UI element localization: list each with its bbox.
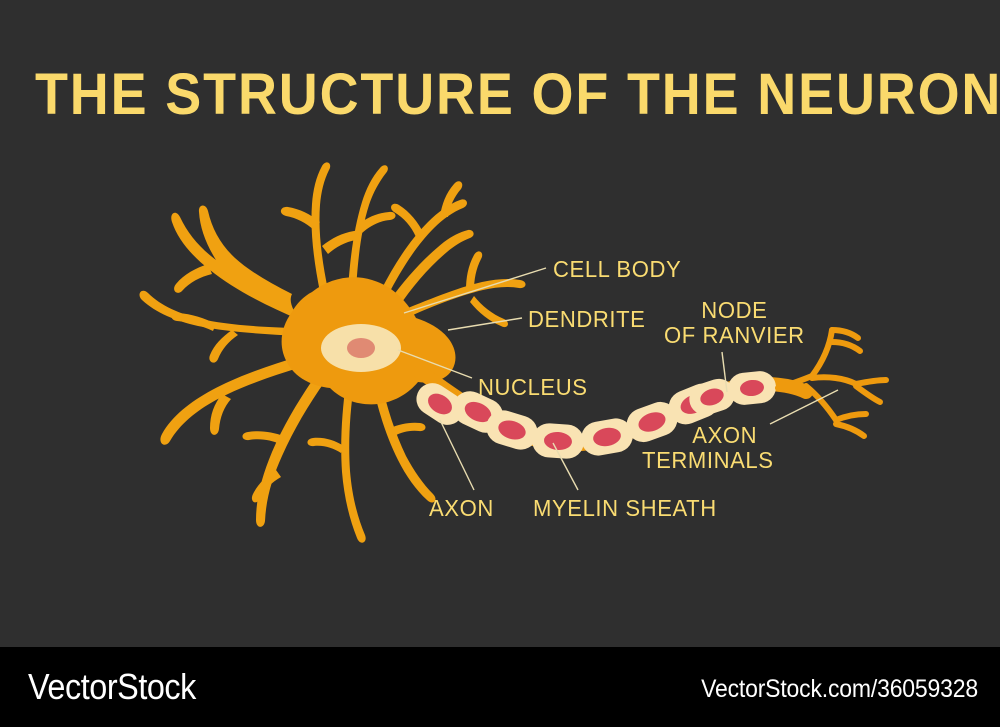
myelin-segment (626, 401, 678, 443)
leader-line-myelin-sheath (552, 442, 579, 491)
myelin-segment (416, 383, 464, 425)
label-myelin-sheath: MYELIN SHEATH (533, 496, 717, 521)
axon-terminals-group (775, 327, 889, 439)
leader-line-cell-body (403, 267, 547, 314)
label-myelin-sheath-text: MYELIN SHEATH (533, 495, 717, 521)
label-cell-body-text: CELL BODY (553, 256, 682, 282)
label-node-of-ranvier: NODE OF RANVIER (664, 298, 805, 348)
leader-line-axon (439, 419, 475, 491)
nucleolus (347, 338, 375, 358)
myelin-segment (532, 423, 584, 459)
dendrites-group (139, 162, 526, 543)
label-cell-body: CELL BODY (553, 257, 681, 282)
label-axon: AXON (429, 496, 494, 521)
myelin-segment (728, 371, 776, 405)
label-axon-text: AXON (429, 495, 494, 521)
label-axon-terminals: AXON TERMINALS (642, 422, 774, 473)
leader-lines-group (397, 267, 839, 491)
leader-line-dendrite (447, 317, 523, 331)
myelin-sheath-group (416, 371, 776, 459)
label-nucleus: NUCLEUS (478, 375, 588, 400)
leader-line-node-of-ranvier (721, 351, 728, 393)
leader-line-axon-terminals (769, 389, 839, 425)
label-dendrite: DENDRITE (528, 307, 645, 332)
neuron-structure-diagram (139, 162, 889, 543)
footer-bar: VectorStock VectorStock.com/36059328 (0, 647, 1000, 727)
label-dendrite-text: DENDRITE (528, 306, 646, 332)
vectorstock-logo: VectorStock (28, 666, 196, 707)
label-node-of-ranvier-line2: OF RANVIER (664, 321, 805, 348)
vectorstock-url: VectorStock.com/36059328 (701, 675, 978, 703)
label-axon-terminals-line1: AXON (692, 422, 758, 448)
label-node-of-ranvier-line1: NODE (701, 297, 768, 323)
leader-line-nucleus (397, 349, 473, 379)
myelin-segment (689, 378, 735, 416)
label-nucleus-text: NUCLEUS (478, 374, 588, 400)
label-axon-terminals-line2: TERMINALS (642, 446, 774, 473)
page-title: THE STRUCTURE OF THE NEURON (35, 62, 1000, 127)
myelin-segment (581, 418, 633, 456)
myelin-segment (486, 410, 538, 450)
